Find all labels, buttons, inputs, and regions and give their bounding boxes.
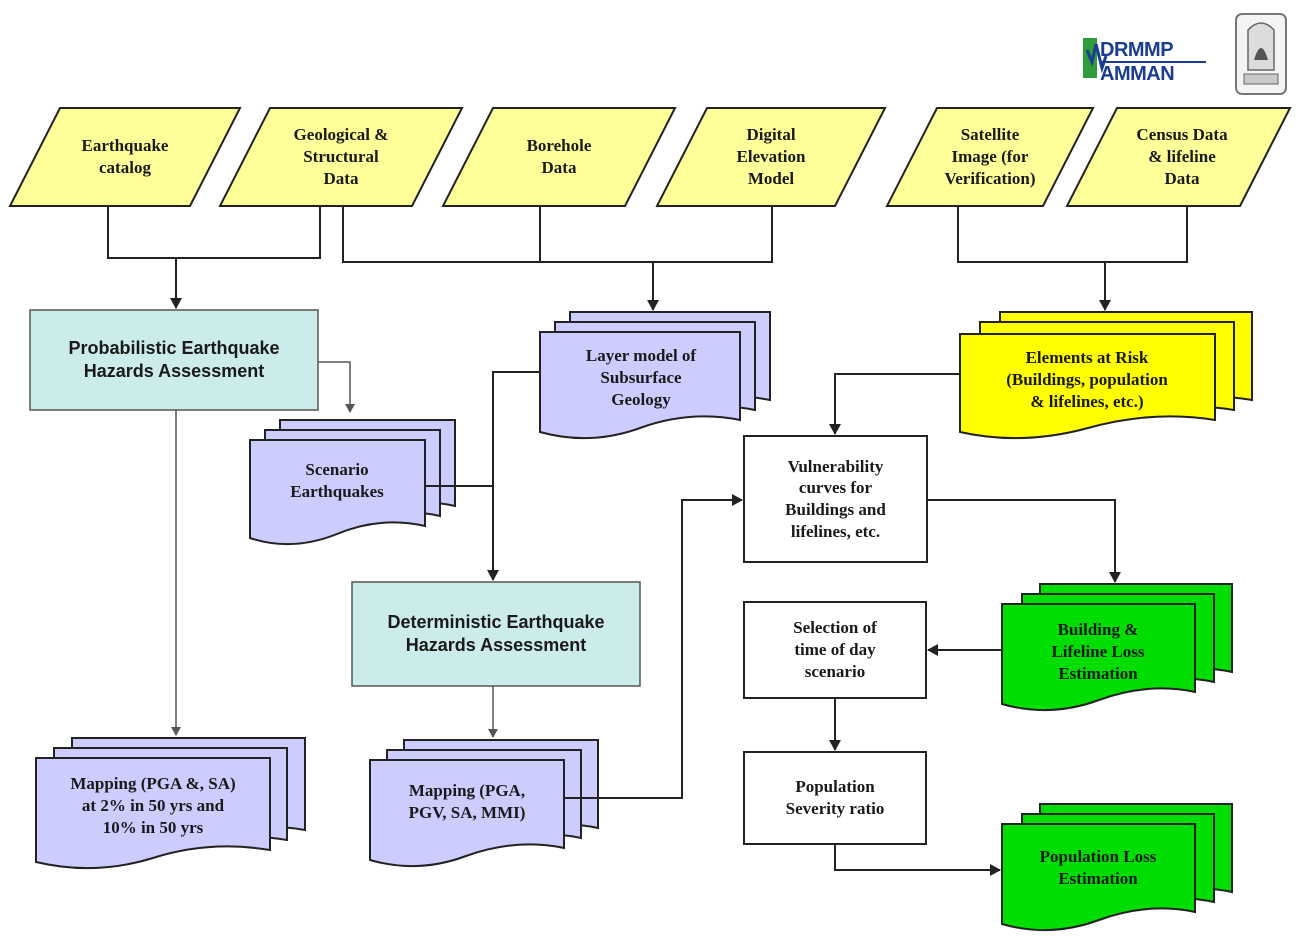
label-elements-at-risk: Elements at Risk (Buildings, population … (1006, 348, 1168, 411)
connector-inputs-to-pseha (107, 206, 321, 309)
logo-text-drmmp: DRMMP (1100, 39, 1174, 61)
label-mapping-dsha: Mapping (PGA, PGV, SA, MMI) (408, 781, 526, 822)
doc-layer-model (539, 311, 771, 440)
connector-elements-to-vulnerability (829, 373, 960, 435)
label-borehole-data: Borehole Data (526, 136, 592, 177)
drmmp-logo (1083, 38, 1206, 78)
logo-text-amman: AMMAN (1100, 63, 1175, 85)
label-dseha: Deterministic Earthquake Hazards Assessm… (387, 611, 605, 655)
label-scenario-earthquakes: Scenario Earthquakes (290, 460, 384, 501)
label-vulnerability: Vulnerability curves for Buildings and l… (785, 456, 886, 541)
label-census-data: Census Data & lifeline Data (1136, 125, 1228, 188)
amman-seal (1235, 13, 1287, 95)
connector-map2-to-vulnerability (564, 494, 743, 799)
connector-to-dseha (425, 371, 540, 581)
process-vulnerability-box (743, 435, 928, 563)
label-earthquake-catalog: Earthquake catalog (81, 136, 169, 177)
connector-pseha-to-scenario (318, 361, 355, 413)
input-borehole-data (441, 107, 677, 207)
label-population-severity: Population Severity ratio (785, 777, 885, 818)
label-satellite-image: Satellite Image (for Verification) (944, 125, 1036, 188)
process-dseha-box (351, 581, 641, 687)
input-earthquake-catalog (8, 107, 242, 207)
doc-scenario-earthquakes (249, 419, 456, 546)
input-digital-elevation-model (655, 107, 887, 207)
process-time-of-day-box (743, 601, 927, 699)
connector-vulnerability-to-building-loss (927, 499, 1121, 583)
doc-building-loss (1001, 583, 1233, 712)
label-time-of-day: Selection of time of day scenario (793, 618, 877, 681)
process-pseha-box (29, 309, 319, 411)
doc-elements-at-risk (959, 311, 1253, 440)
label-layer-model: Layer model of Subsurface Geology (585, 346, 697, 409)
input-census-data (1065, 107, 1292, 207)
doc-mapping-psha (35, 737, 306, 870)
doc-mapping-dsha (369, 739, 599, 868)
label-geological-data: Geological & Structural Data (293, 125, 389, 188)
connector-severity-to-population-loss (834, 844, 1001, 876)
label-pseha: Probabilistic Earthquake Hazards Assessm… (68, 337, 280, 381)
label-building-loss: Building & Lifeline Loss Estimation (1051, 620, 1145, 683)
label-mapping-psha: Mapping (PGA &, SA) at 2% in 50 yrs and … (70, 774, 236, 837)
label-digital-elevation-model: Digital Elevation Model (736, 125, 806, 188)
doc-population-loss (1001, 803, 1233, 932)
connector-inputs-to-layer-model (342, 206, 773, 311)
input-satellite-image (885, 107, 1095, 207)
input-geological-data (218, 107, 464, 207)
connector-inputs-to-elements-at-risk (957, 206, 1188, 311)
label-population-loss: Population Loss Estimation (1039, 847, 1157, 888)
